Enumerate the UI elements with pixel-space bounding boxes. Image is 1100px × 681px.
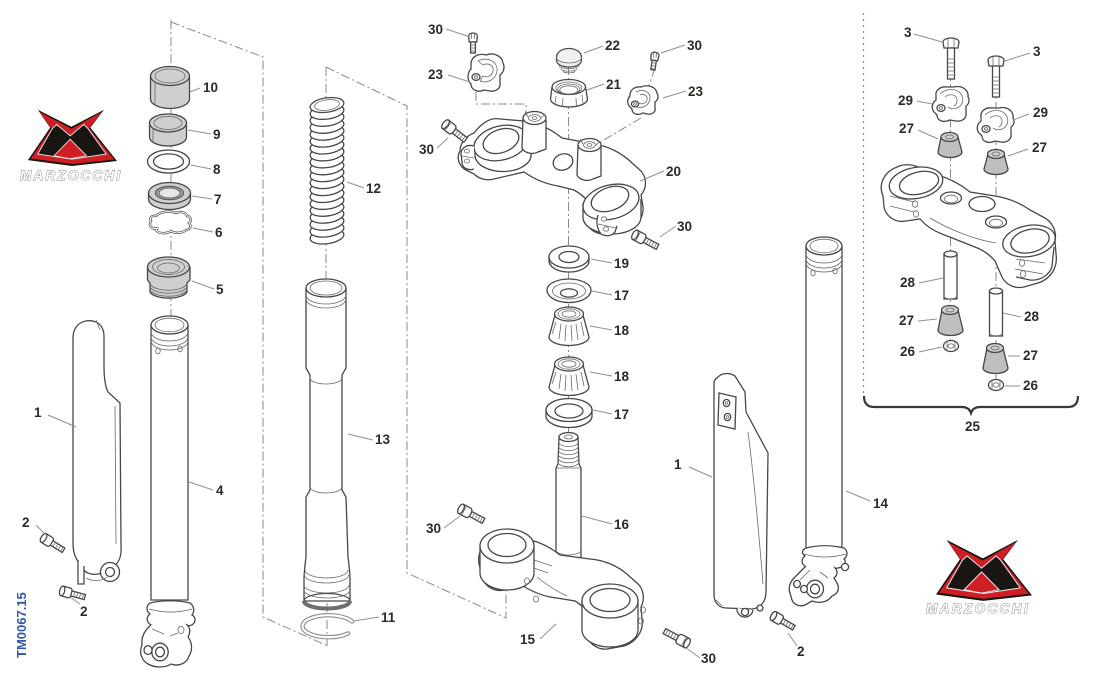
svg-text:4: 4 xyxy=(216,483,224,498)
svg-text:30: 30 xyxy=(687,38,702,53)
svg-text:26: 26 xyxy=(1023,378,1039,393)
svg-text:26: 26 xyxy=(900,344,916,359)
svg-text:29: 29 xyxy=(1033,105,1048,120)
svg-text:27: 27 xyxy=(899,121,914,136)
svg-text:9: 9 xyxy=(213,127,221,142)
svg-text:8: 8 xyxy=(213,162,221,177)
svg-text:MARZOCCHI: MARZOCCHI xyxy=(20,168,122,183)
svg-text:19: 19 xyxy=(614,256,629,271)
svg-text:17: 17 xyxy=(614,288,629,303)
svg-text:30: 30 xyxy=(428,22,443,37)
svg-text:25: 25 xyxy=(965,419,981,434)
svg-text:30: 30 xyxy=(419,142,434,157)
svg-text:12: 12 xyxy=(366,181,381,196)
svg-text:1: 1 xyxy=(34,405,42,420)
svg-text:2: 2 xyxy=(797,644,805,659)
svg-text:30: 30 xyxy=(701,651,716,666)
svg-text:5: 5 xyxy=(216,282,224,297)
svg-text:29: 29 xyxy=(898,93,913,108)
svg-text:27: 27 xyxy=(1032,140,1047,155)
svg-text:18: 18 xyxy=(614,323,630,338)
svg-text:10: 10 xyxy=(203,80,218,95)
svg-text:30: 30 xyxy=(426,521,441,536)
svg-text:28: 28 xyxy=(1024,309,1040,324)
svg-text:1: 1 xyxy=(674,457,682,472)
svg-text:15: 15 xyxy=(520,632,536,647)
svg-text:3: 3 xyxy=(904,25,912,40)
svg-text:2: 2 xyxy=(80,604,88,619)
svg-text:17: 17 xyxy=(614,407,629,422)
svg-text:13: 13 xyxy=(375,432,391,447)
svg-text:2: 2 xyxy=(22,515,30,530)
svg-text:11: 11 xyxy=(381,610,396,625)
svg-text:16: 16 xyxy=(614,517,630,532)
svg-text:21: 21 xyxy=(606,77,622,92)
svg-text:23: 23 xyxy=(688,84,704,99)
svg-text:14: 14 xyxy=(873,496,889,511)
svg-text:27: 27 xyxy=(899,313,914,328)
svg-text:30: 30 xyxy=(677,219,692,234)
svg-text:27: 27 xyxy=(1023,348,1038,363)
svg-text:6: 6 xyxy=(215,225,223,240)
svg-text:TM0067.15: TM0067.15 xyxy=(14,592,29,658)
svg-text:20: 20 xyxy=(666,164,681,179)
svg-text:18: 18 xyxy=(614,369,630,384)
svg-text:MARZOCCHI: MARZOCCHI xyxy=(926,601,1030,616)
svg-text:3: 3 xyxy=(1033,44,1041,59)
svg-text:7: 7 xyxy=(214,192,222,207)
svg-text:22: 22 xyxy=(605,38,620,53)
svg-text:23: 23 xyxy=(428,67,444,82)
svg-text:28: 28 xyxy=(900,275,916,290)
